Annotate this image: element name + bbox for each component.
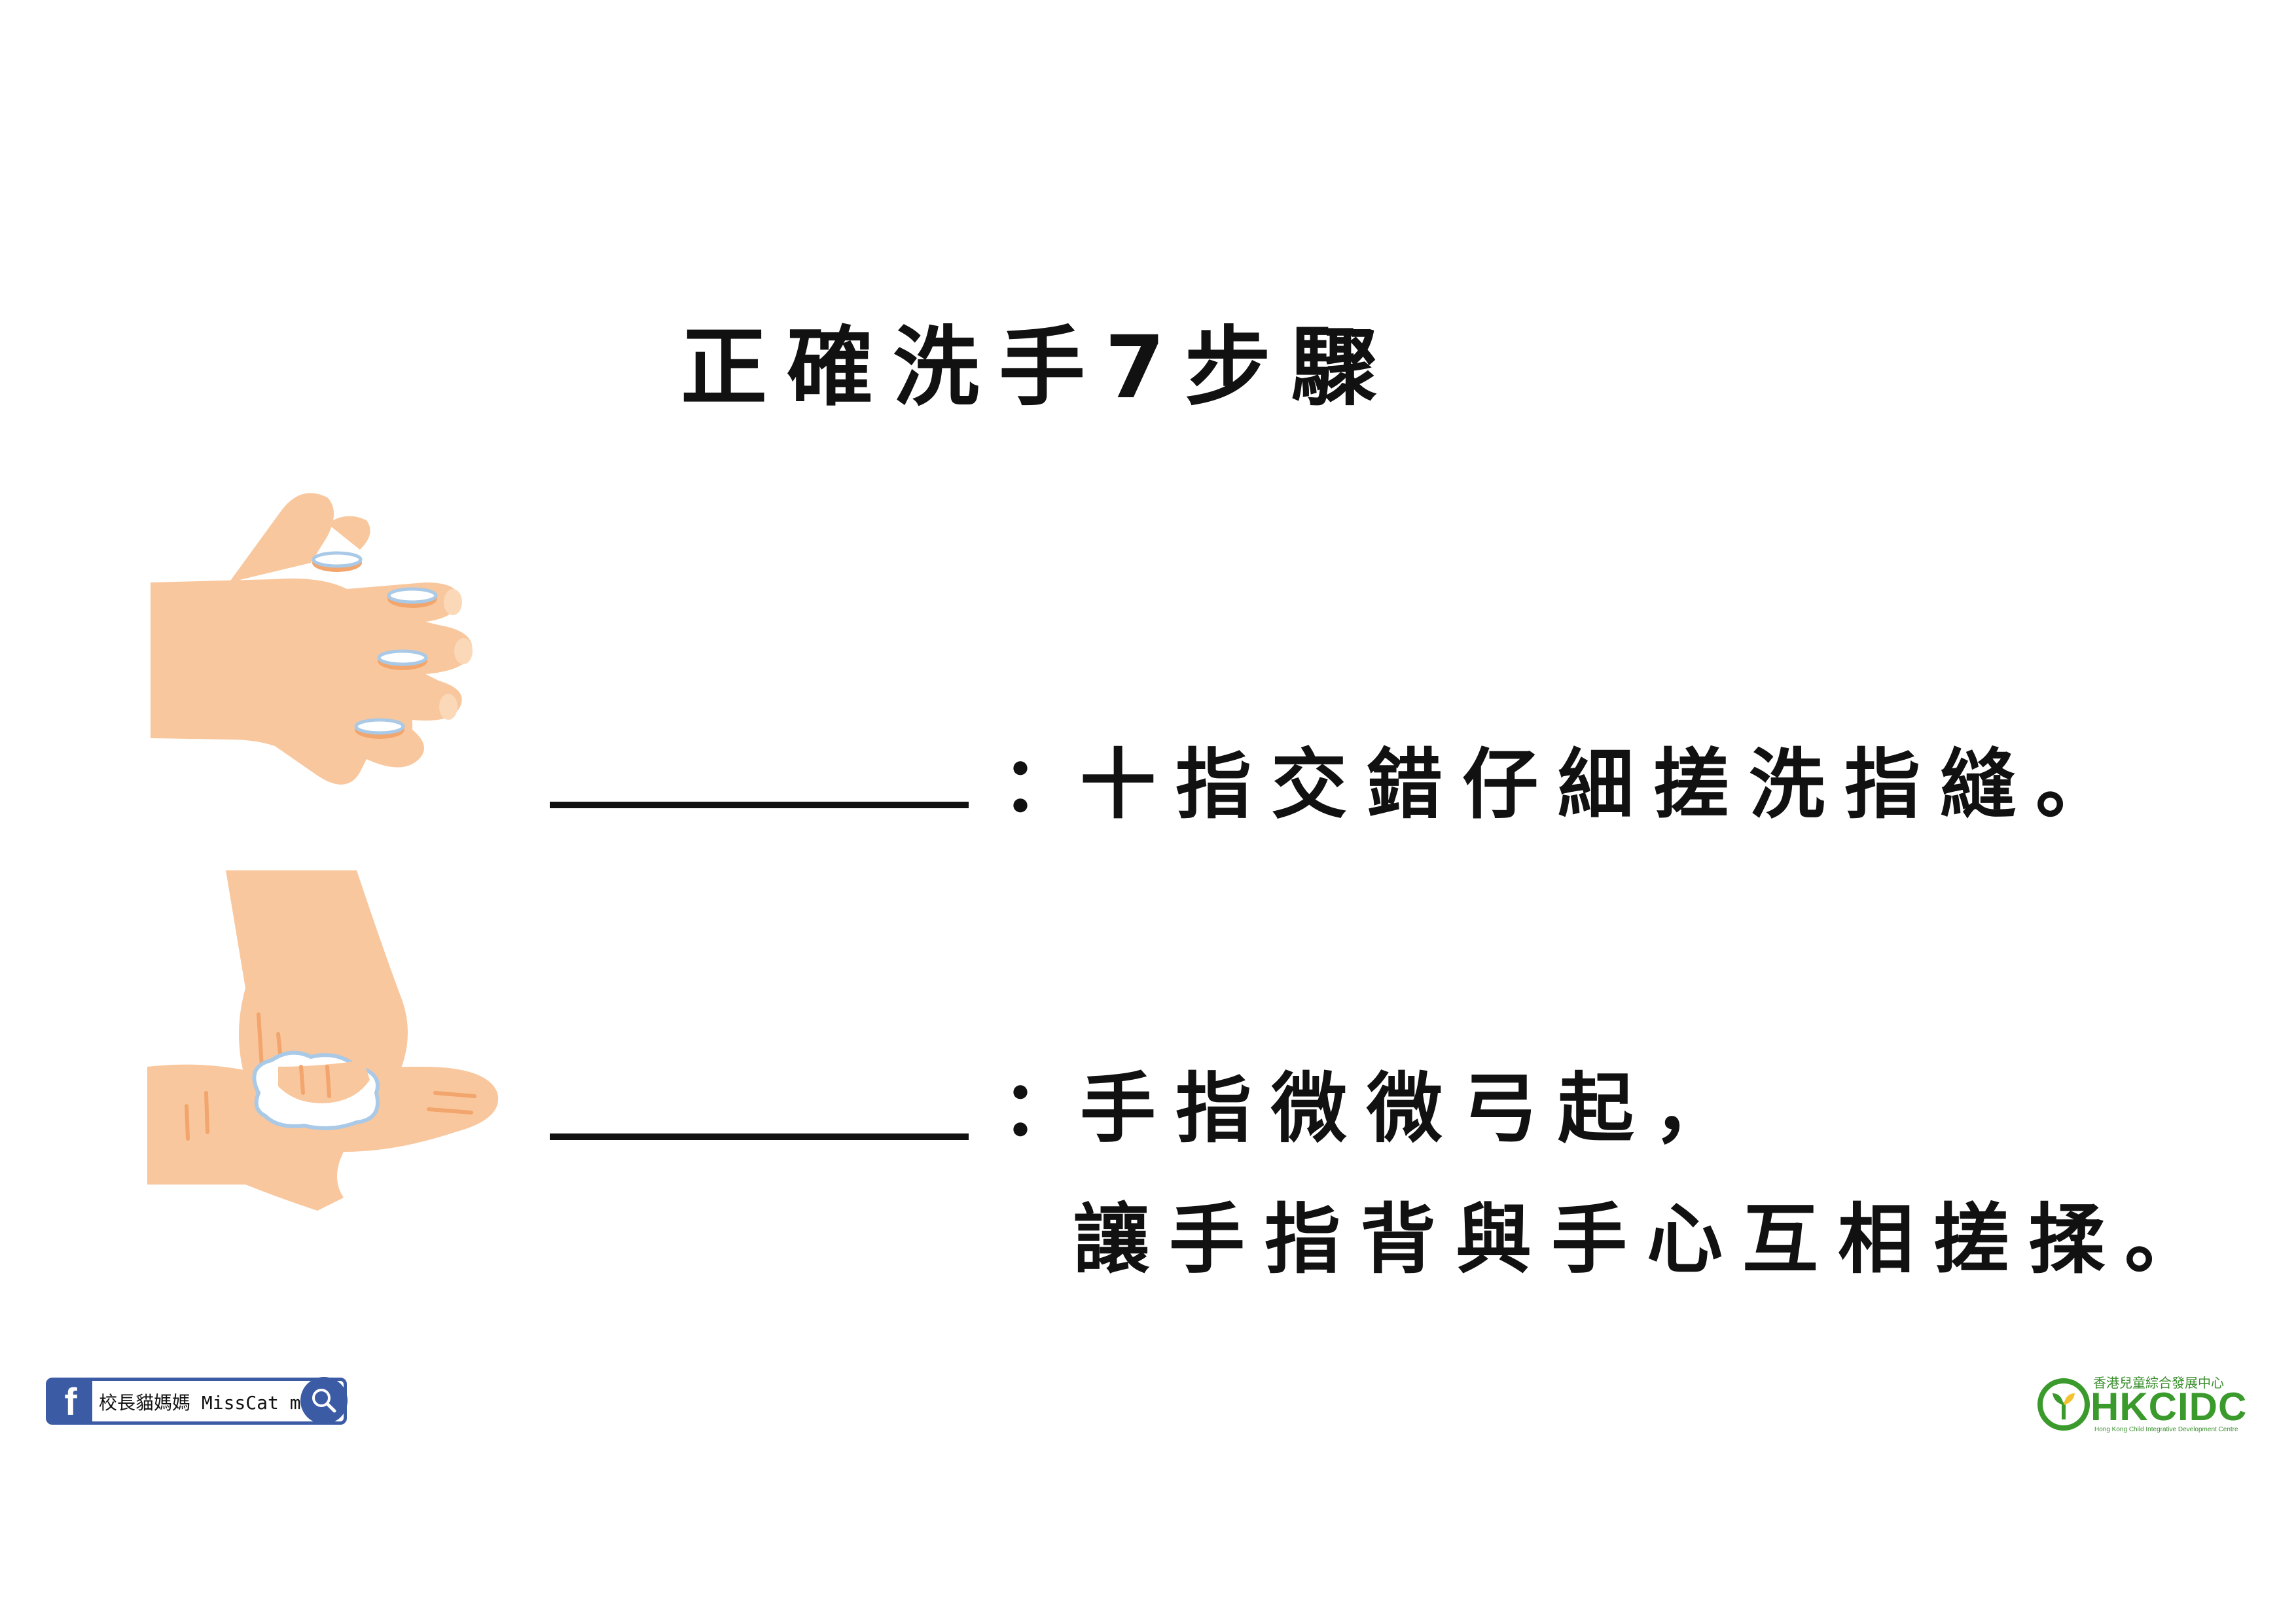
facebook-page-badge[interactable]: f 校長貓媽媽 MissCat mama xyxy=(46,1377,348,1425)
facebook-icon: f xyxy=(49,1381,92,1423)
page-title: 正確洗手7步驟 xyxy=(681,317,1397,418)
logo-chinese-name: 香港兒童綜合發展中心 xyxy=(2093,1375,2224,1391)
step-2-description-line-2: 讓手指背與手心互相搓揉。 xyxy=(1073,1196,2220,1284)
step-1-description: 十指交錯仔細搓洗指縫。 xyxy=(1080,741,2131,829)
hkcidc-emblem-icon xyxy=(2037,1378,2090,1431)
step-1-colon: ： xyxy=(1001,741,1077,829)
interlaced-fingers-hand-illustration xyxy=(151,493,473,785)
logo-english-abbreviation: HKCIDC xyxy=(2090,1385,2248,1429)
step-2-colon: ： xyxy=(1001,1065,1077,1153)
answer-blank-2[interactable] xyxy=(550,1133,969,1140)
search-icon[interactable] xyxy=(300,1377,348,1424)
hkcidc-logo: 香港兒童綜合發展中心 HKCIDC Hong Kong Child Integr… xyxy=(2036,1371,2258,1436)
answer-blank-1[interactable] xyxy=(550,802,969,808)
logo-english-name: Hong Kong Child Integrative Development … xyxy=(2094,1426,2238,1433)
facebook-page-name: 校長貓媽媽 MissCat mama xyxy=(99,1392,334,1414)
step-2-description-line-1: 手指微微弓起， xyxy=(1080,1065,1749,1153)
fist-rubbing-palm-hand-illustration xyxy=(147,870,499,1211)
